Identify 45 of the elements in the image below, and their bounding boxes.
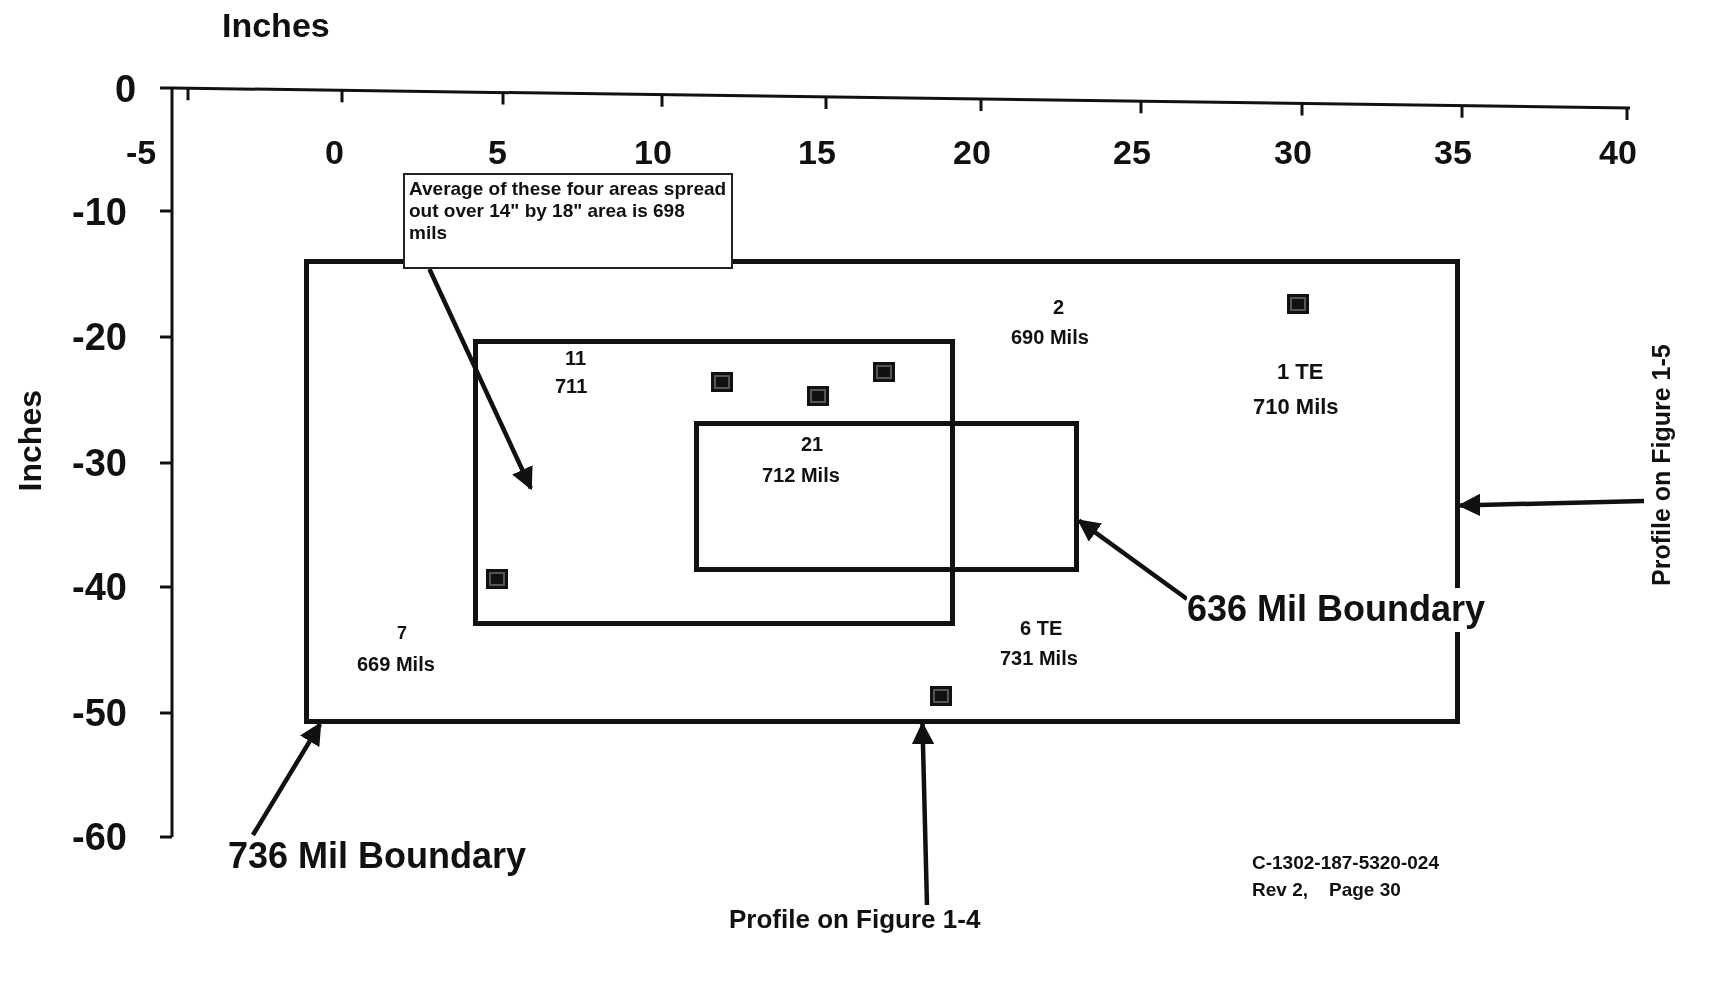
- axis-tick-label: 20: [953, 135, 991, 169]
- axis-title: Inches: [14, 390, 46, 492]
- axis-tick-label: 25: [1113, 135, 1151, 169]
- location-number: 6 TE: [1020, 618, 1063, 638]
- axis-tick-label: 5: [488, 135, 507, 169]
- axis-tick-label: -10: [72, 193, 127, 231]
- axis-tick-label: 0: [325, 135, 344, 169]
- axis-tick-label: 0: [115, 70, 137, 108]
- thickness-value: 711: [555, 376, 588, 396]
- location-number: 11: [565, 348, 587, 368]
- axis-tick-label: 10: [634, 135, 672, 169]
- annotation-text: Profile on Figure 1-4: [729, 905, 1029, 937]
- arrow: [1077, 518, 1189, 601]
- document-number: Page 30: [1329, 880, 1401, 899]
- location-number: 21: [801, 434, 824, 454]
- axis-tick-label: -60: [72, 818, 127, 856]
- arrow: [1457, 493, 1645, 517]
- axis-tick-label: -50: [72, 694, 127, 732]
- callout-box: Average of these four areas spread out over 14" by 18" area is 698 mils: [403, 173, 733, 269]
- arrow: [911, 721, 935, 906]
- boundary-rectangle: [473, 339, 955, 626]
- axis-tick-label: 40: [1599, 135, 1637, 169]
- arrow: [251, 722, 323, 837]
- thickness-value: 712 Mils: [762, 465, 840, 485]
- document-number: C-1302-187-5320-024: [1252, 853, 1439, 872]
- document-number: Rev 2,: [1252, 880, 1308, 899]
- axis-tick-label: -20: [72, 318, 127, 356]
- thickness-value: 690 Mils: [1011, 327, 1089, 347]
- axis-tick-label: 30: [1274, 135, 1312, 169]
- annotation-text: Profile on Figure 1-5: [1644, 315, 1678, 615]
- thickness-value: 710 Mils: [1253, 396, 1339, 418]
- thickness-value: 669 Mils: [357, 654, 435, 674]
- axis-tick-label: -30: [72, 444, 127, 482]
- axis-title: Inches: [222, 8, 330, 42]
- thickness-value: 731 Mils: [1000, 648, 1078, 668]
- leader-arrow: [427, 268, 533, 491]
- location-number: 7: [397, 624, 407, 642]
- axis-tick-label: -5: [126, 135, 157, 169]
- location-number: 2: [1053, 297, 1065, 317]
- location-number: 1 TE: [1277, 361, 1324, 383]
- axis-tick-label: 35: [1434, 135, 1472, 169]
- annotation-text: 736 Mil Boundary: [228, 835, 584, 879]
- axis-tick-label: -40: [72, 568, 127, 606]
- axis-tick-label: 15: [798, 135, 836, 169]
- boundary-rectangle: [694, 421, 1079, 572]
